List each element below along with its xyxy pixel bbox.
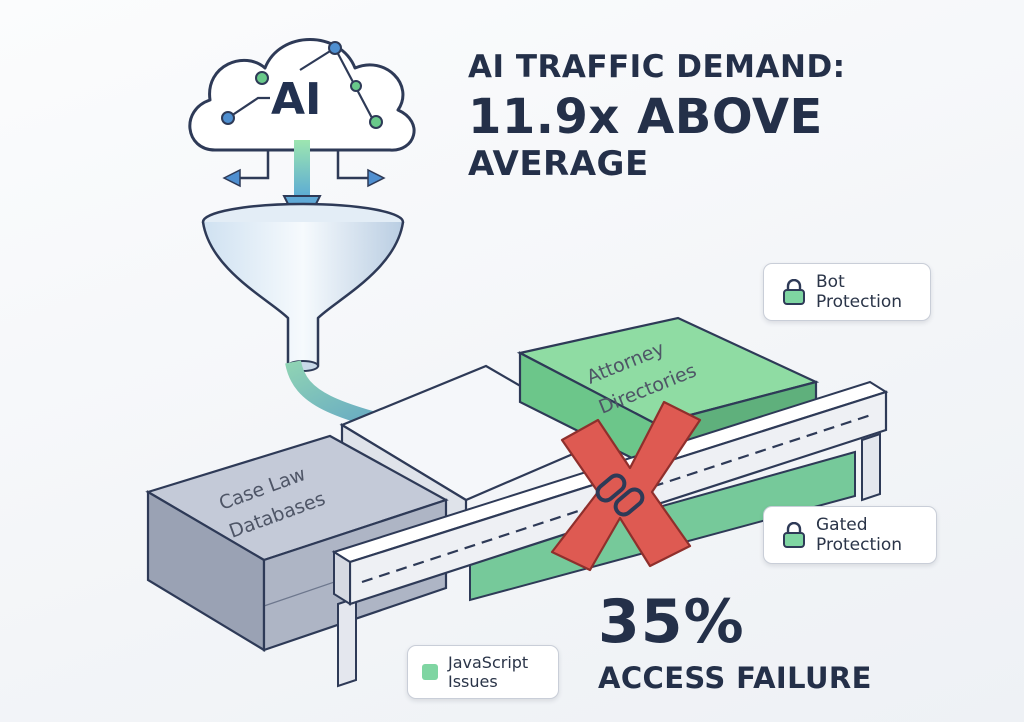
padlock-icon	[783, 279, 805, 305]
bot-protection-line2: Protection	[816, 292, 903, 312]
gated-protection-text: Gated Protection	[816, 515, 902, 556]
headline-line3: AVERAGE	[468, 144, 649, 184]
bot-protection-text: Bot Protection	[816, 272, 902, 313]
javascript-issues-text: JavaScript Issues	[448, 653, 528, 691]
cloud-ai-label: AI	[271, 74, 321, 125]
stat-value: 35%	[598, 587, 745, 657]
funnel-icon	[201, 202, 405, 372]
javascript-issues-tag: JavaScript Issues	[407, 645, 559, 699]
gated-protection-line1: Gated	[816, 514, 868, 535]
green-swatch-icon	[422, 664, 438, 680]
headline: AI TRAFFIC DEMAND: 11.9x ABOVE AVERAGE	[468, 49, 846, 184]
javascript-issues-line2: Issues	[448, 672, 498, 691]
headline-line2: 11.9x ABOVE	[468, 89, 823, 145]
javascript-issues-line1: JavaScript	[448, 652, 529, 672]
gated-protection-line2: Protection	[816, 535, 903, 555]
broken-link-icon	[595, 473, 645, 517]
cloud-icon: AI	[188, 38, 416, 188]
bot-protection-tag: Bot Protection	[763, 263, 931, 321]
access-failure-stat: 35% ACCESS FAILURE	[598, 592, 872, 693]
headline-line1: AI TRAFFIC DEMAND:	[468, 49, 846, 85]
stat-label: ACCESS FAILURE	[598, 661, 872, 695]
padlock-icon	[783, 522, 805, 548]
bot-protection-line1: Bot	[816, 271, 845, 292]
gated-protection-tag: Gated Protection	[763, 506, 937, 564]
